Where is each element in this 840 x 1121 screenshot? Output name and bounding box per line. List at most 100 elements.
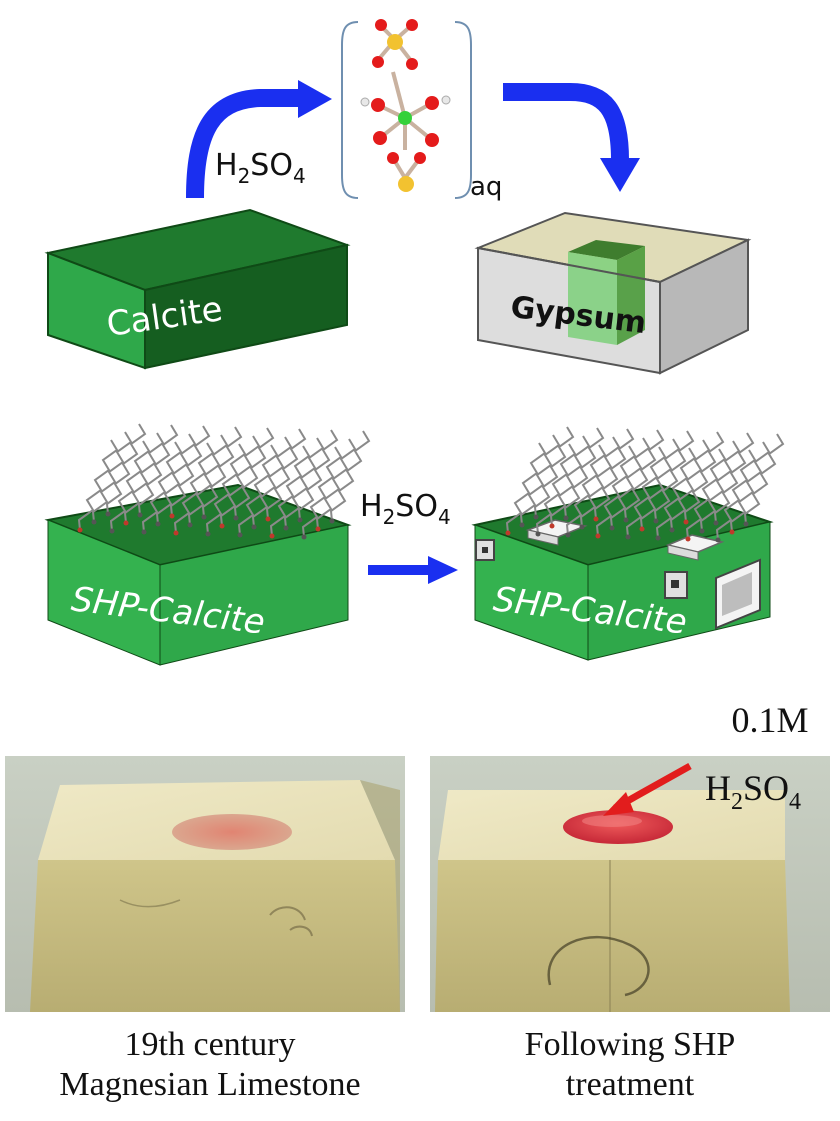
- anchor-atom: [535, 531, 541, 537]
- anchor-atom: [91, 519, 97, 525]
- anchor-atom: [269, 533, 275, 539]
- polymer-chain: [533, 426, 575, 518]
- caption-untreated: 19th century Magnesian Limestone: [10, 1025, 410, 1105]
- polymer-chain: [683, 431, 725, 523]
- polymer-chain: [729, 441, 771, 533]
- anchor-atom: [669, 527, 675, 533]
- polymer-chain: [685, 448, 727, 540]
- arrow-right-icon: [368, 556, 458, 584]
- caption-untreated-line1: 19th century: [124, 1026, 296, 1063]
- shp-calcite-block-left: [44, 483, 352, 666]
- polymer-chain: [535, 443, 577, 535]
- anchor-atom: [713, 520, 719, 526]
- polymer-chain: [653, 430, 695, 522]
- anchor-atom: [609, 525, 615, 531]
- anchor-atom: [595, 533, 601, 539]
- anchor-atom: [173, 530, 179, 536]
- anchor-atom: [169, 513, 175, 519]
- red-pointer-arrow-icon: [603, 762, 692, 816]
- anchor-atom: [283, 525, 289, 531]
- polymer-chain: [315, 438, 357, 530]
- polymer-chains-right: [505, 426, 785, 543]
- shp-calcite-block-right: [471, 483, 774, 661]
- anchor-atom: [205, 531, 211, 537]
- polymer-chain: [579, 436, 621, 528]
- anchor-atom: [329, 518, 335, 524]
- anchor-atom: [685, 536, 691, 542]
- polymer-chain: [169, 425, 211, 517]
- polymer-chain: [713, 432, 755, 524]
- curved-arrow-up-icon: [186, 80, 332, 199]
- polymer-chain: [593, 428, 635, 520]
- calcite-block: [44, 208, 351, 370]
- polymer-chain: [549, 435, 591, 527]
- polymer-chain: [655, 447, 697, 539]
- polymer-chain: [329, 430, 371, 522]
- polymer-chain: [91, 431, 133, 523]
- anchor-atom: [519, 522, 525, 528]
- anchor-atom: [237, 532, 243, 538]
- gypsum-box: [474, 211, 752, 375]
- anchor-atom: [233, 515, 239, 521]
- anchor-atom: [623, 517, 629, 523]
- anchor-atom: [301, 534, 307, 540]
- polymer-chain: [251, 436, 293, 528]
- polymer-chain: [187, 434, 229, 526]
- anchor-atom: [77, 527, 83, 533]
- polymer-chain: [743, 433, 785, 525]
- anchor-atom: [715, 537, 721, 543]
- caption-treated-line2: treatment: [565, 1066, 695, 1103]
- anchor-atom: [105, 511, 111, 517]
- polymer-chain: [137, 424, 179, 516]
- complex-subscript: aq: [470, 172, 502, 202]
- caption-treated: Following SHP treatment: [430, 1025, 830, 1105]
- anchor-atom: [265, 516, 271, 522]
- anchor-atom: [579, 524, 585, 530]
- reagent-label-top: H2SO4: [215, 148, 306, 188]
- anchor-atom: [549, 523, 555, 529]
- polymer-chain: [77, 439, 119, 531]
- polymer-chain: [205, 443, 247, 535]
- polymer-chain: [265, 428, 307, 520]
- anchor-atom: [699, 528, 705, 534]
- anchor-atom: [123, 520, 129, 526]
- photo-untreated-limestone: [5, 756, 405, 1012]
- anchor-atom: [505, 530, 511, 536]
- polymer-chain: [565, 444, 607, 536]
- anchor-atom: [155, 521, 161, 527]
- anchor-atom: [219, 523, 225, 529]
- polymer-chain: [639, 438, 681, 530]
- reagent-label-middle: H2SO4: [360, 489, 451, 529]
- polymer-chain: [715, 449, 757, 541]
- polymer-chains-left: [77, 423, 371, 540]
- polymer-chain: [141, 441, 183, 533]
- polymer-chain: [233, 427, 275, 519]
- anchor-atom: [187, 522, 193, 528]
- polymer-chain: [219, 435, 261, 527]
- caption-treated-line1: Following SHP: [524, 1026, 736, 1063]
- anchor-atom: [625, 534, 631, 540]
- polymer-chain: [699, 440, 741, 532]
- polymer-chain: [563, 427, 605, 519]
- acid-formula-note: H2SO4: [705, 768, 801, 815]
- caption-untreated-line2: Magnesian Limestone: [59, 1066, 361, 1103]
- polymer-chain: [623, 429, 665, 521]
- anchor-atom: [251, 524, 257, 530]
- polymer-chain: [201, 426, 243, 518]
- anchor-atom: [683, 519, 689, 525]
- polymer-chain: [301, 446, 343, 538]
- anchor-atom: [297, 517, 303, 523]
- anchor-atom: [593, 516, 599, 522]
- polymer-chain: [109, 440, 151, 532]
- anchor-atom: [639, 526, 645, 532]
- acid-concentration-note: 0.1M: [731, 700, 808, 740]
- polymer-chain: [609, 437, 651, 529]
- curved-arrow-down-icon: [503, 83, 640, 192]
- polymer-chain: [155, 433, 197, 525]
- anchor-atom: [141, 529, 147, 535]
- sulfate-complex-molecule: [341, 19, 472, 199]
- anchor-atom: [655, 535, 661, 541]
- polymer-chain: [669, 439, 711, 531]
- anchor-atom: [729, 529, 735, 535]
